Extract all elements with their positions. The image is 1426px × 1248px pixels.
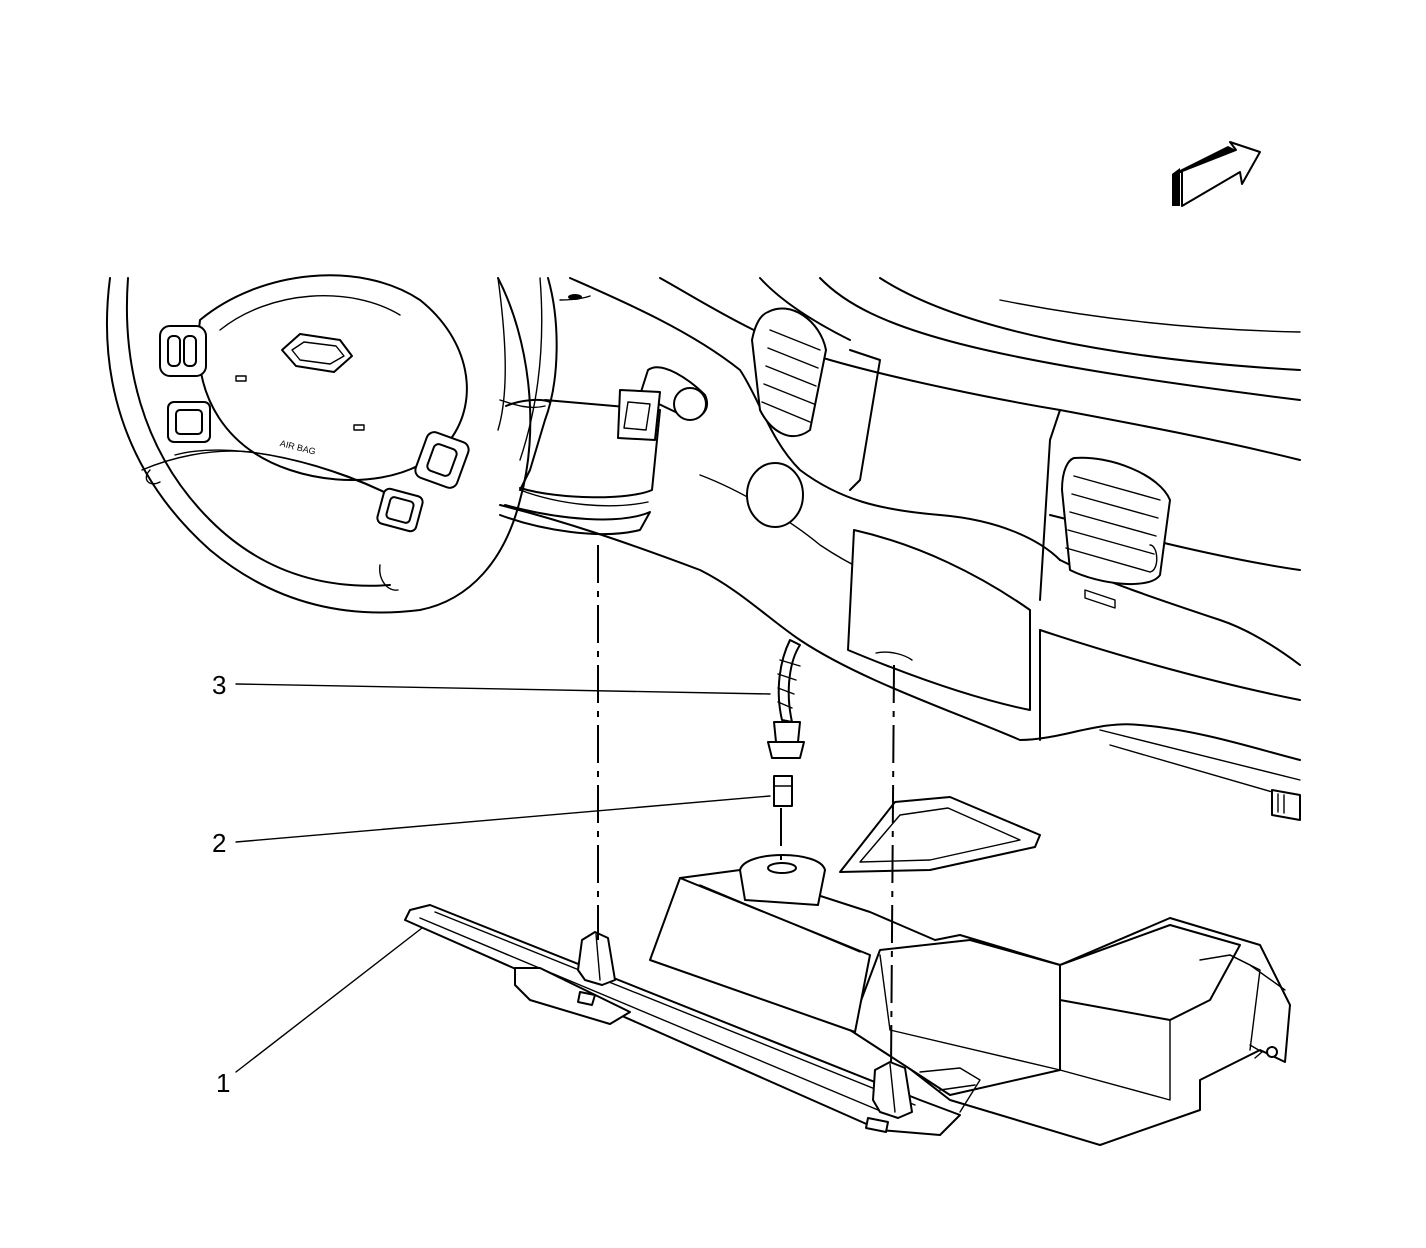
retainer-clip-left <box>577 931 616 986</box>
wheel-button-left <box>167 401 211 443</box>
bulb <box>773 775 793 807</box>
leader-line-1 <box>235 927 423 1073</box>
air-vent-left <box>751 307 827 437</box>
alignment-lines <box>597 545 895 1071</box>
wheel-button-right <box>414 431 470 489</box>
callout-2: 2 <box>212 828 226 858</box>
compartment-assembly <box>404 796 1291 1146</box>
air-vent-center <box>1061 456 1171 585</box>
leader-line-3 <box>235 683 771 695</box>
wheel-button-lower-right <box>376 487 424 533</box>
instrument-panel <box>499 277 1301 821</box>
steering-wheel: AIR BAG <box>105 274 546 614</box>
retainer-clip-right <box>872 1061 913 1119</box>
callout-3: 3 <box>212 670 226 700</box>
airbag-label: AIR BAG <box>279 438 317 457</box>
bowtie-emblem-icon <box>281 333 353 373</box>
direction-arrow-icon <box>1172 141 1261 207</box>
callout-1: 1 <box>216 1068 230 1098</box>
leader-lines <box>235 683 771 1073</box>
steering-column <box>499 277 708 535</box>
wheel-button-upper-left <box>159 325 207 377</box>
wiring-harness <box>767 639 805 759</box>
alignment-line-right <box>890 664 895 1071</box>
leader-line-2 <box>235 795 771 843</box>
